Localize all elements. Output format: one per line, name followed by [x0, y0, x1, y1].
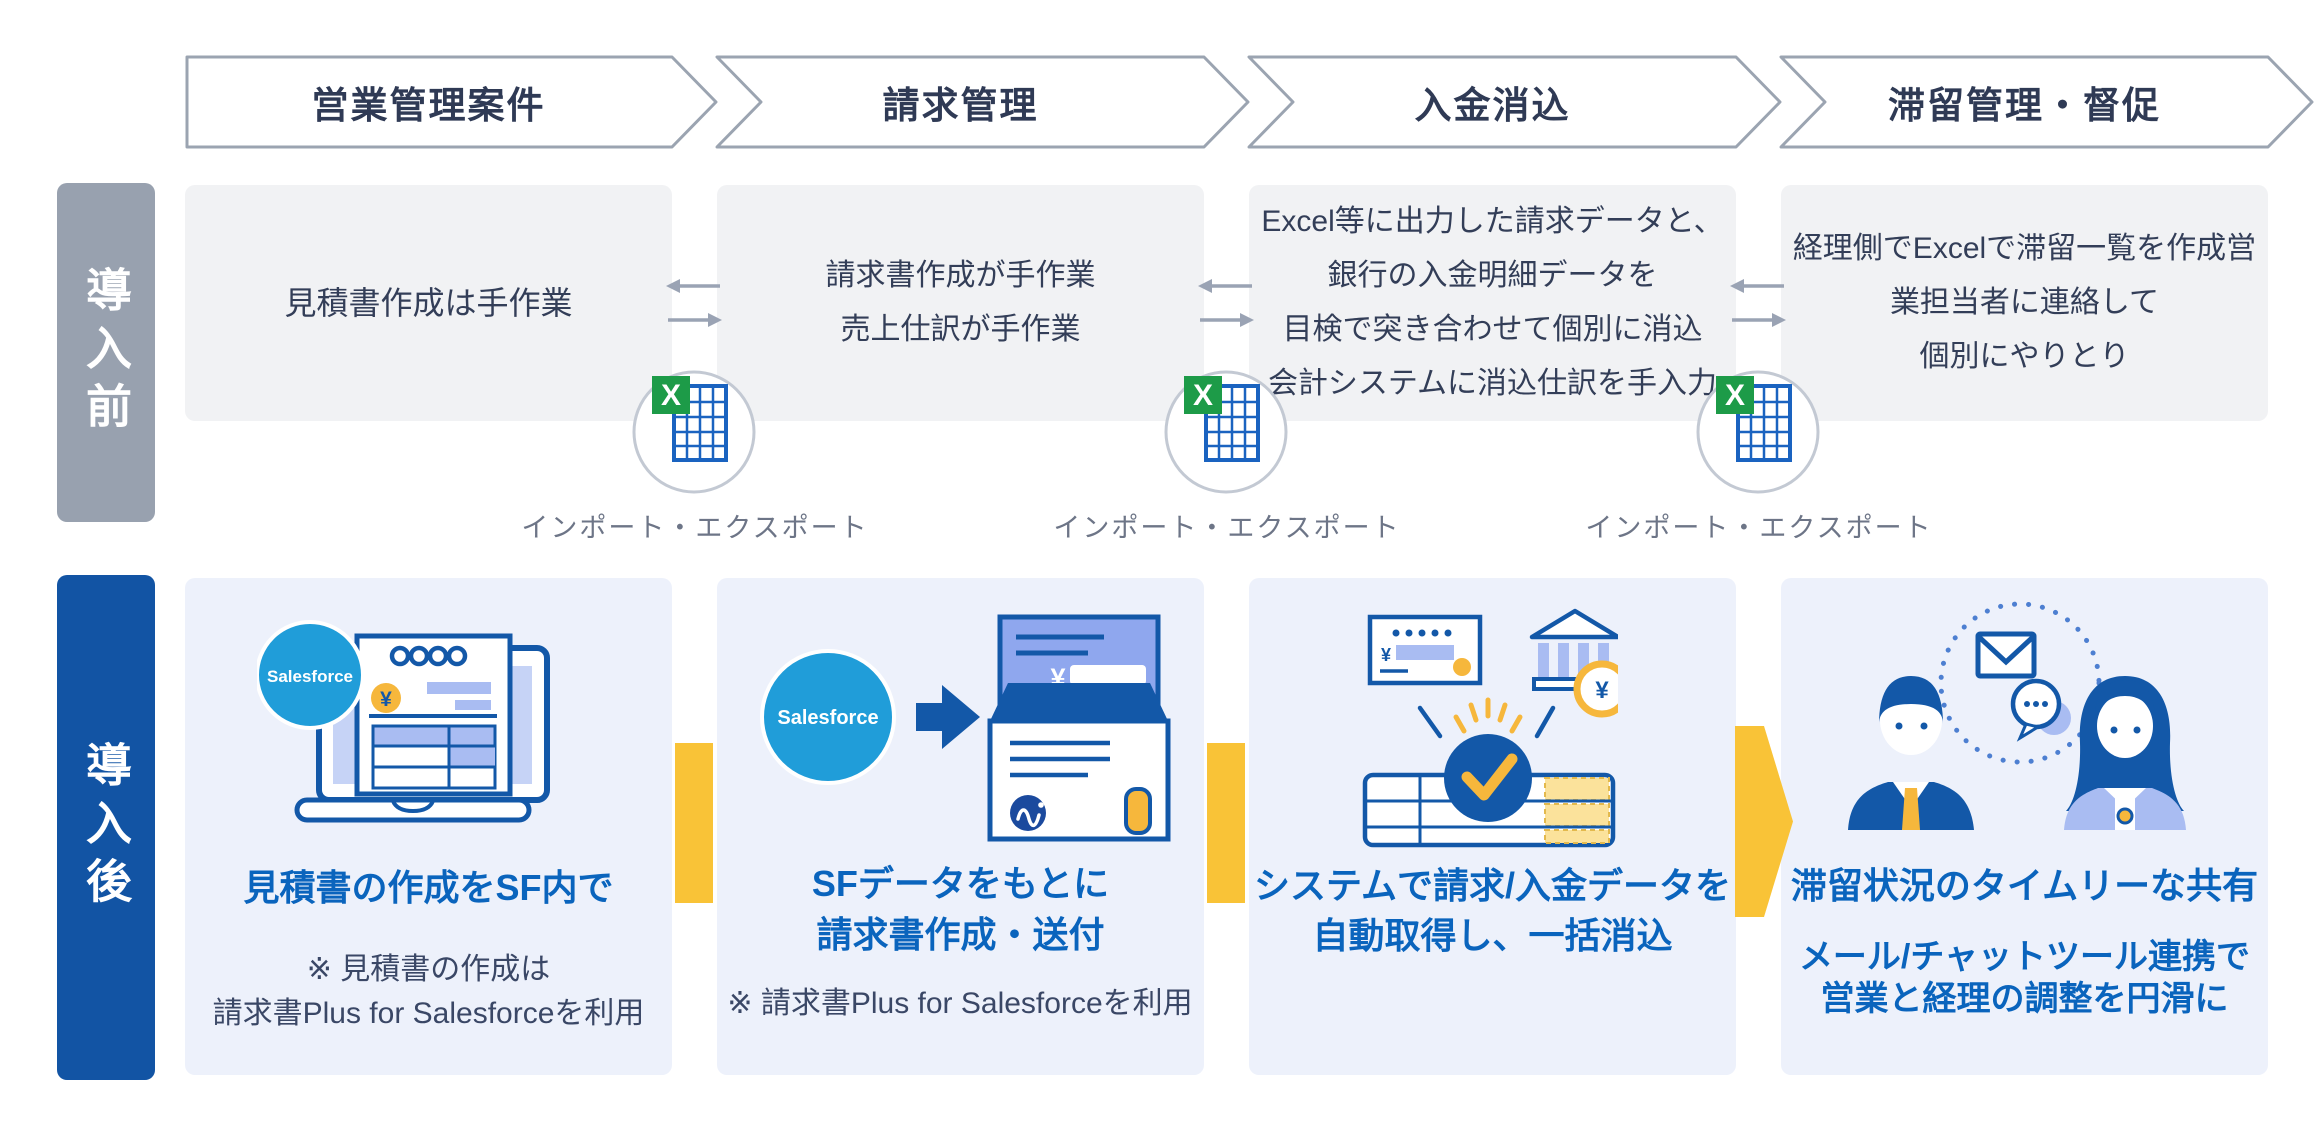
row-label-after-text: 導入後 — [80, 740, 132, 915]
row-label-after: 導入後 — [57, 575, 155, 1080]
salesforce-bubble-label: Salesforce — [777, 707, 878, 729]
excel-x-glyph: X — [1193, 379, 1213, 412]
laptop-quote-illustration: ¥ Salesforce — [257, 620, 550, 823]
before-text: 目検で突き合わせて個別に消込 — [1282, 313, 1703, 346]
excel-x-glyph: X — [661, 379, 681, 412]
after-title-line: システムで請求/入金データを — [1254, 865, 1731, 906]
flow-connector — [1207, 743, 1245, 903]
after-title-dunning: 滞留状況のタイムリーな共有 — [1781, 862, 2268, 910]
chevron-shape-1 — [185, 55, 718, 149]
dotted-circle — [1938, 601, 2102, 765]
before-text: 銀行の入金明細データを — [1327, 259, 1658, 292]
before-text: 個別にやりとり — [1919, 340, 2130, 373]
people-chat-illustration — [1848, 601, 2186, 830]
before-cell-sales: 見積書作成は手作業 — [185, 185, 672, 421]
process-step-billing: 請求管理 — [882, 85, 1039, 126]
process-step-sales: 営業管理案件 — [311, 85, 546, 126]
import-export-label: インポート・エクスポート — [1585, 513, 1933, 543]
chevron-shape-3 — [1247, 55, 1782, 149]
after-note-sales: ※ 見積書の作成は 請求書Plus for Salesforceを利用 — [185, 948, 672, 1036]
flow-connector — [675, 743, 713, 903]
row-label-before: 導入前 — [57, 183, 155, 522]
excel-file-icon: X — [1696, 370, 1820, 494]
excel-file-icon: X — [632, 370, 756, 494]
after-title-line: SFデータをもとに — [811, 863, 1110, 904]
after-title-dunning-2: メール/チャットツール連携で 営業と経理の調整を円滑に — [1781, 936, 2268, 1020]
after-note-billing: ※ 請求書Plus for Salesforceを利用 — [700, 982, 1220, 1026]
after-title-sales: 見積書の作成をSF内で — [185, 865, 672, 911]
right-arrow-icon — [916, 685, 980, 749]
excel-file-icon: X — [1164, 370, 1288, 494]
after-note-line: ※ 見積書の作成は — [306, 953, 551, 986]
businesswoman-figure — [2064, 676, 2186, 830]
process-step-dunning: 滞留管理・督促 — [1888, 85, 2161, 126]
process-step-reconcile: 入金消込 — [1414, 85, 1571, 126]
excel-x-glyph: X — [1725, 379, 1745, 412]
salesforce-invoice-illustration: ¥ Salesforce — [760, 614, 1171, 842]
after-title-line: メール/チャットツール連携で — [1798, 938, 2251, 976]
businessman-figure — [1848, 676, 1974, 830]
after-title-line: 営業と経理の調整を円滑に — [1820, 980, 2229, 1018]
after-title-billing: SFデータをもとに 請求書作成・送付 — [717, 858, 1204, 960]
before-text: 見積書作成は手作業 — [284, 285, 573, 321]
before-text: 会計システムに消込仕訳を手入力 — [1267, 367, 1718, 400]
mail-icon — [1975, 631, 2037, 679]
after-note-line: ※ 請求書Plus for Salesforceを利用 — [727, 987, 1193, 1020]
before-cell-reconcile: Excel等に出力した請求データと、 銀行の入金明細データを 目検で突き合わせて… — [1249, 185, 1736, 421]
salesforce-bubble-label: Salesforce — [267, 667, 353, 686]
row-label-before-text: 導入前 — [80, 265, 132, 440]
bidirectional-arrows-icon — [1730, 279, 1786, 327]
before-text: 業担当者に連絡して — [1889, 286, 2160, 319]
after-title-line: 請求書作成・送付 — [816, 914, 1105, 955]
before-cell-billing: 請求書作成が手作業 売上仕訳が手作業 — [717, 185, 1204, 421]
before-text: 請求書作成が手作業 — [825, 259, 1096, 292]
before-text: 売上仕訳が手作業 — [840, 313, 1081, 346]
bidirectional-arrows-icon — [1198, 279, 1254, 327]
after-title-reconcile: システムで請求/入金データを 自動取得し、一括消込 — [1249, 861, 1736, 961]
chevron-shape-4 — [1779, 55, 2314, 149]
yen-glyph: ¥ — [1595, 677, 1609, 704]
yen-glyph: ¥ — [1381, 645, 1391, 665]
before-text: 経理側でExcelで滞留一覧を作成営 — [1792, 232, 2257, 265]
bidirectional-arrows-icon — [666, 279, 722, 327]
yen-glyph: ¥ — [380, 688, 392, 711]
after-title-line: 自動取得し、一括消込 — [1312, 915, 1673, 956]
before-text: Excel等に出力した請求データと、 — [1261, 205, 1724, 238]
after-title-line: 滞留状況のタイムリーな共有 — [1790, 865, 2259, 906]
before-cell-dunning: 経理側でExcelで滞留一覧を作成営 業担当者に連絡して 個別にやりとり — [1781, 185, 2268, 421]
after-title-line: 見積書の作成をSF内で — [243, 867, 614, 908]
process-chevron-bar — [185, 55, 2314, 149]
after-note-line: 請求書Plus for Salesforceを利用 — [212, 997, 645, 1030]
import-export-label: インポート・エクスポート — [521, 513, 869, 543]
chevron-shape-2 — [715, 55, 1250, 149]
auto-reconcile-illustration: ¥ ¥ — [1362, 608, 1618, 848]
flow-arrow — [1735, 726, 1793, 917]
import-export-label: インポート・エクスポート — [1053, 513, 1401, 543]
